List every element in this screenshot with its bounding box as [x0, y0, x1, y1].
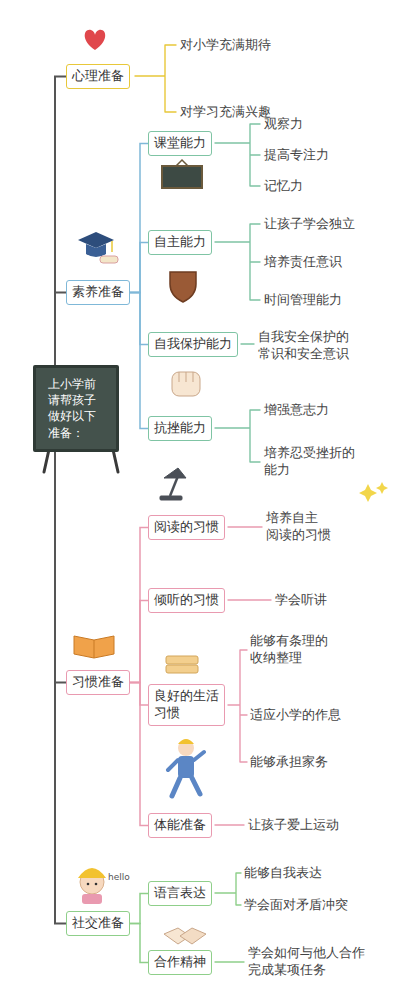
- fist-icon: [172, 372, 200, 396]
- branch-connector: [55, 292, 66, 365]
- branch-connector: [130, 893, 148, 923]
- leaf-text: 能够有条理的 收纳整理: [250, 633, 328, 667]
- folded-cloth-icon: [166, 656, 198, 673]
- branch-connector: [130, 292, 148, 428]
- sparkle-icon: [359, 482, 388, 502]
- node-text: 抗挫能力: [154, 420, 206, 437]
- child-with-hat-icon: [78, 868, 106, 904]
- node-text: 语言表达: [154, 885, 206, 902]
- shield-icon: [170, 272, 196, 302]
- sub-branch-box: 自我保护能力: [148, 332, 238, 357]
- leaf-text: 自我安全保护的 常识和安全意识: [258, 329, 349, 363]
- branch-connector: [130, 527, 148, 682]
- node-text: 阅读的习惯: [154, 519, 219, 536]
- handshake-icon: [164, 928, 206, 944]
- main-branch-box: 心理准备: [66, 64, 130, 89]
- branch-connector: [130, 923, 148, 962]
- sub-branch-box: 体能准备: [148, 813, 212, 838]
- sub-branch-box: 阅读的习惯: [148, 515, 225, 540]
- node-text: 心理准备: [72, 68, 124, 85]
- graduation-cap-icon: [78, 232, 118, 263]
- heart-icon: [85, 30, 106, 50]
- node-text: 素养准备: [72, 284, 124, 301]
- node-text: 倾听的习惯: [154, 592, 219, 609]
- leaf-text: 让孩子爱上运动: [248, 817, 339, 834]
- leaf-text: 培养自主 阅读的习惯: [266, 510, 331, 544]
- node-text: 合作精神: [154, 954, 206, 971]
- leaf-text: 对学习充满兴趣: [180, 104, 271, 121]
- main-branch-box: 社交准备: [66, 911, 130, 936]
- leaf-text: 观察力: [264, 116, 303, 133]
- book-icon: [74, 636, 114, 658]
- node-text: 社交准备: [72, 915, 124, 932]
- leaf-text: 学会如何与他人合作 完成某项任务: [248, 945, 365, 979]
- blackboard-root: 上小学前 请帮孩子 做好以下 准备：: [33, 365, 119, 452]
- node-text: 良好的生活 习惯: [154, 688, 219, 722]
- leaf-text: 增强意志力: [264, 402, 329, 419]
- leaf-text: 时间管理能力: [264, 292, 342, 309]
- branch-connector: [55, 452, 66, 683]
- branch-connector: [130, 682, 148, 825]
- branch-connector: [130, 143, 148, 292]
- main-branch-box: 素养准备: [66, 280, 130, 305]
- branch-connector: [55, 452, 66, 924]
- leaf-text: 培养忍受挫折的 能力: [264, 445, 355, 479]
- sub-branch-box: 倾听的习惯: [148, 588, 225, 613]
- leaf-text: 让孩子学会独立: [264, 216, 355, 233]
- node-text: 自我保护能力: [154, 336, 232, 353]
- desk-lamp-icon: [160, 468, 186, 500]
- leaf-text: 学会面对矛盾冲突: [244, 897, 348, 914]
- branch-connector: [55, 76, 66, 365]
- branch-connector: [130, 682, 148, 704]
- node-text: 习惯准备: [72, 674, 124, 691]
- branch-connector: [130, 292, 148, 344]
- sub-branch-box: 课堂能力: [148, 131, 212, 156]
- main-branch-box: 习惯准备: [66, 670, 130, 695]
- leaf-text: 提高专注力: [264, 147, 329, 164]
- node-text: 自主能力: [154, 234, 206, 251]
- sub-branch-box: 合作精神: [148, 950, 212, 975]
- leaf-text: 培养责任意识: [264, 254, 342, 271]
- leaf-text: 学会听讲: [275, 592, 327, 609]
- sub-branch-box: 语言表达: [148, 881, 212, 906]
- leaf-text: 记忆力: [264, 178, 303, 195]
- greeting-text: hello: [108, 872, 130, 884]
- node-text: 体能准备: [154, 817, 206, 834]
- sub-branch-box: 抗挫能力: [148, 416, 212, 441]
- leaf-text: 能够自我表达: [244, 865, 322, 882]
- leaf-text: 能够承担家务: [250, 754, 328, 771]
- leaf-text: 适应小学的作息: [250, 707, 341, 724]
- leaf-text: 对小学充满期待: [180, 37, 271, 54]
- branch-connector: [130, 242, 148, 292]
- node-text: 课堂能力: [154, 135, 206, 152]
- running-child-icon: [168, 739, 204, 796]
- sub-branch-box: 良好的生活 习惯: [148, 684, 225, 726]
- blackboard-icon: [162, 160, 202, 188]
- sub-branch-box: 自主能力: [148, 230, 212, 255]
- node-text: 上小学前 请帮孩子 做好以下 准备：: [48, 376, 96, 441]
- branch-connector: [130, 600, 148, 682]
